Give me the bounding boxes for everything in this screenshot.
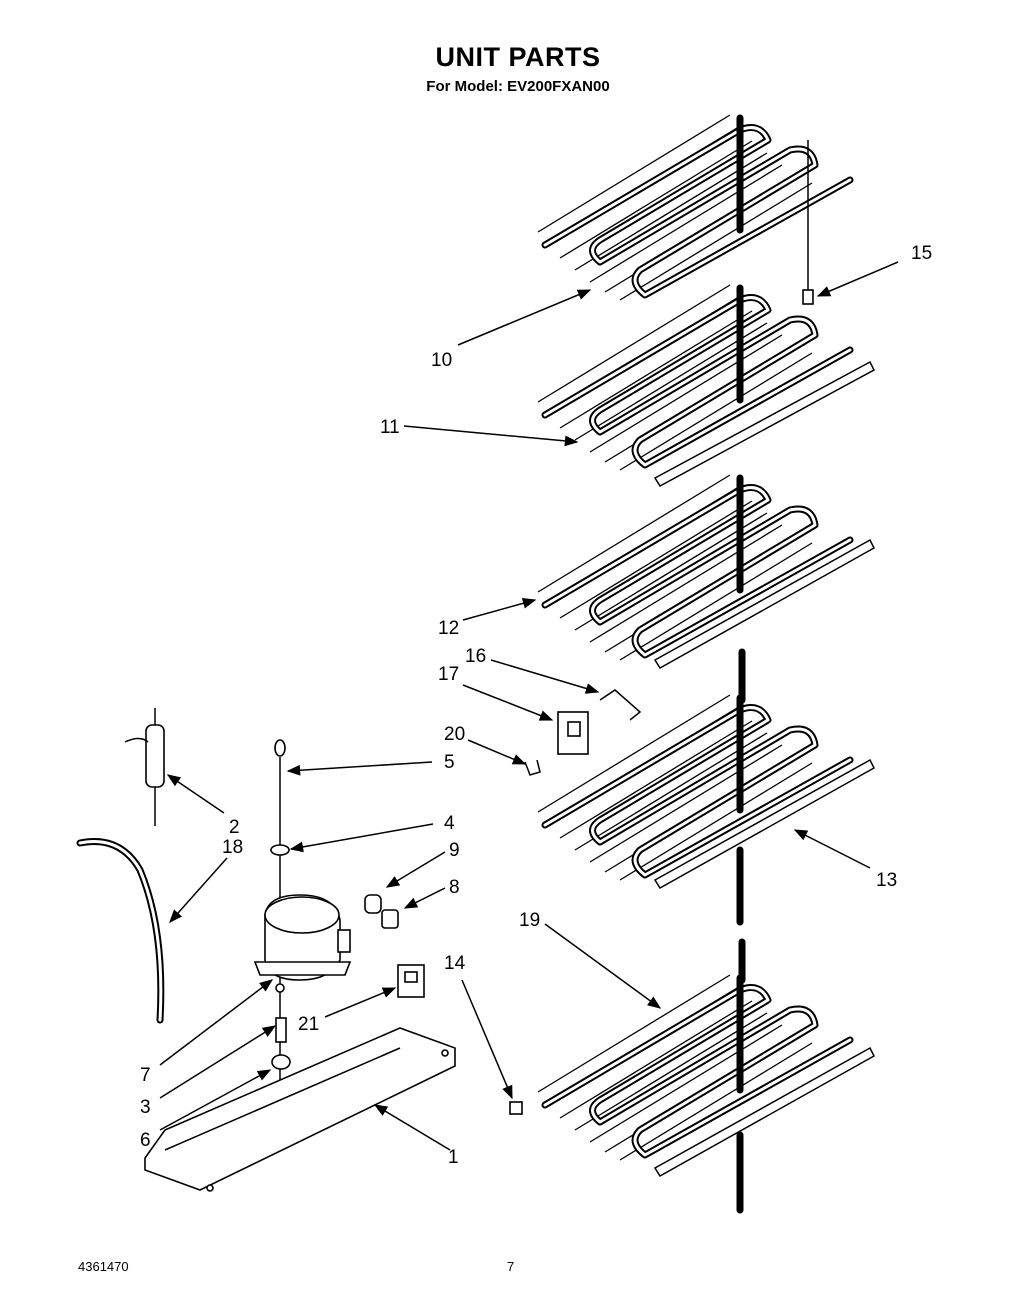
callout-18: 18 [222,837,243,858]
callout-6: 6 [140,1130,151,1151]
tubing-icon [76,838,165,1024]
callout-13: 13 [876,870,897,891]
tubing-inner [78,840,163,1022]
callout-19: 19 [519,910,540,931]
retainer-clip-icon [599,689,642,721]
callout-20: 20 [444,724,465,745]
callout-3: 3 [140,1097,151,1118]
callout-leaders [159,261,899,1151]
evaporator-shelf-19 [538,938,875,1214]
callout-4: 4 [444,813,455,834]
callout-14: 14 [444,953,466,974]
model-subtitle: For Model: EV200FXAN00 [426,78,610,95]
screw-icon [509,1101,523,1115]
callout-5: 5 [444,752,455,773]
evaporator-shelf-11 [538,285,875,487]
wire-clip-icon [524,759,541,776]
drier-icon [124,708,165,826]
evaporator-shelf-10 [538,115,850,305]
callout-8: 8 [449,877,460,898]
shelf-rail [653,1046,875,1178]
shelf-rail [653,538,875,670]
shelf-rail [653,360,875,487]
shelf-rail [653,758,875,890]
callout-15: 15 [911,243,932,264]
callout-2: 2 [229,817,240,838]
callout-17: 17 [438,664,459,685]
callout-10: 10 [431,350,452,371]
callout-16: 16 [465,646,486,667]
callout-11: 11 [380,417,400,438]
document-number: 4361470 [78,1259,129,1274]
callout-12: 12 [438,618,459,639]
overload-icon [364,894,382,914]
compressor-icon [253,739,352,1140]
start-relay-icon [397,964,425,998]
callout-21: 21 [298,1014,319,1035]
callout-9: 9 [449,840,460,861]
screw-icon [802,289,814,305]
page-number: 7 [507,1259,515,1274]
evaporator-shelf-12 [538,475,875,670]
relay-icon [381,909,399,929]
callout-7: 7 [140,1065,151,1086]
base-plate-icon [144,1027,456,1192]
evaporator-shelf-13 [538,648,875,926]
callout-1: 1 [448,1147,459,1168]
page-title: UNIT PARTS [435,42,601,72]
bracket-icon [557,711,589,755]
